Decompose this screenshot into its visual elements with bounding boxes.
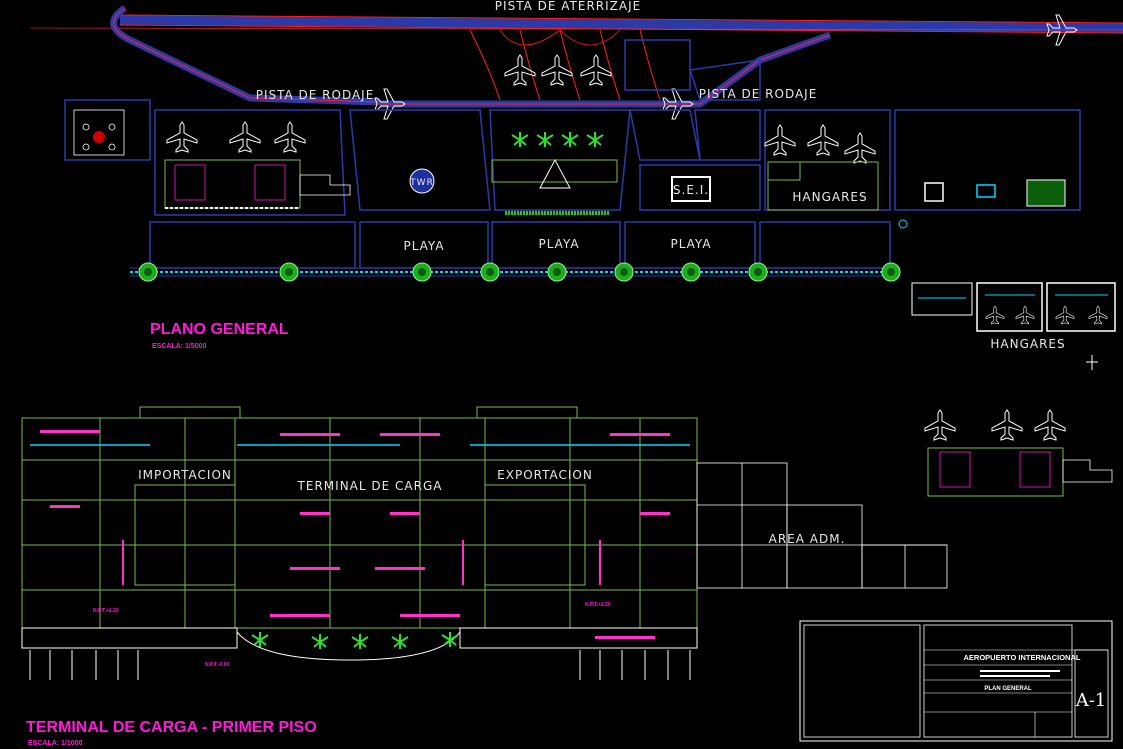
- loading-docks: [21, 627, 698, 680]
- sei-building: [671, 176, 711, 202]
- level-bottom: N.P.T.-0.00: [205, 662, 230, 668]
- admin-area-label: AREA ADM.: [769, 532, 846, 546]
- project-name: AEROPUERTO INTERNACIONAL: [964, 653, 1081, 662]
- cargo-terminal-mini-right: [924, 409, 1113, 497]
- north-arrow-icon: [1086, 355, 1098, 370]
- site-plan: PISTA DE ATERRIZAJE PISTA DE RODAJE PIST…: [29, 0, 1123, 370]
- service-building: [976, 184, 996, 198]
- tower-label: TWR: [409, 178, 434, 188]
- hangars-label: HANGARES: [792, 190, 867, 204]
- import-label: IMPORTACION: [138, 468, 232, 482]
- runway-label: PISTA DE ATERRIZAJE: [495, 0, 641, 13]
- tree-avenue: [130, 262, 901, 282]
- level-left: N.P.T.+1.20: [93, 608, 119, 614]
- export-label: EXPORTACION: [497, 468, 593, 482]
- plan-general-scale: ESCALA: 1/5000: [152, 343, 207, 350]
- cargo-terminal-scale: ESCALA: 1/1000: [28, 740, 83, 747]
- heliport: [73, 109, 125, 156]
- sheet-title: PLAN GENERAL: [984, 686, 1032, 692]
- taxiway-left-label: PISTA DE RODAJE: [256, 88, 375, 102]
- service-building: [1026, 179, 1066, 207]
- sei-label: S.E.I.: [673, 183, 709, 197]
- title-block: AEROPUERTO INTERNACIONAL PLAN GENERAL A-…: [799, 620, 1113, 742]
- parking-label: PLAYA: [670, 237, 711, 251]
- control-tower-icon: [409, 168, 435, 194]
- passenger-terminal: [491, 131, 618, 215]
- hangars: [764, 124, 879, 211]
- parking-label: PLAYA: [538, 237, 579, 251]
- service-building: [924, 182, 944, 202]
- runway: [29, 14, 1123, 34]
- pavement-blocks: [64, 39, 1081, 269]
- taxiway-right-label: PISTA DE RODAJE: [699, 87, 818, 101]
- cargo-terminal-plan: IMPORTACION TERMINAL DE CARGA EXPORTACIO…: [21, 406, 1113, 747]
- sheet-number: A-1: [1075, 690, 1107, 711]
- terminal-label: TERMINAL DE CARGA: [297, 479, 443, 493]
- admin-area: [696, 462, 948, 589]
- hangars-detail-label: HANGARES: [990, 337, 1065, 351]
- parking-label: PLAYA: [403, 239, 444, 253]
- taxiway: [110, 5, 832, 108]
- cargo-terminal-title: TERMINAL DE CARGA - PRIMER PISO: [26, 719, 317, 736]
- plane-icon: [580, 54, 612, 86]
- level-right: N.P.T.+1.20: [585, 602, 611, 608]
- plan-general-title: PLANO GENERAL: [150, 321, 289, 338]
- cargo-terminal-mini: [164, 121, 351, 209]
- hangars-detail: [911, 282, 1116, 332]
